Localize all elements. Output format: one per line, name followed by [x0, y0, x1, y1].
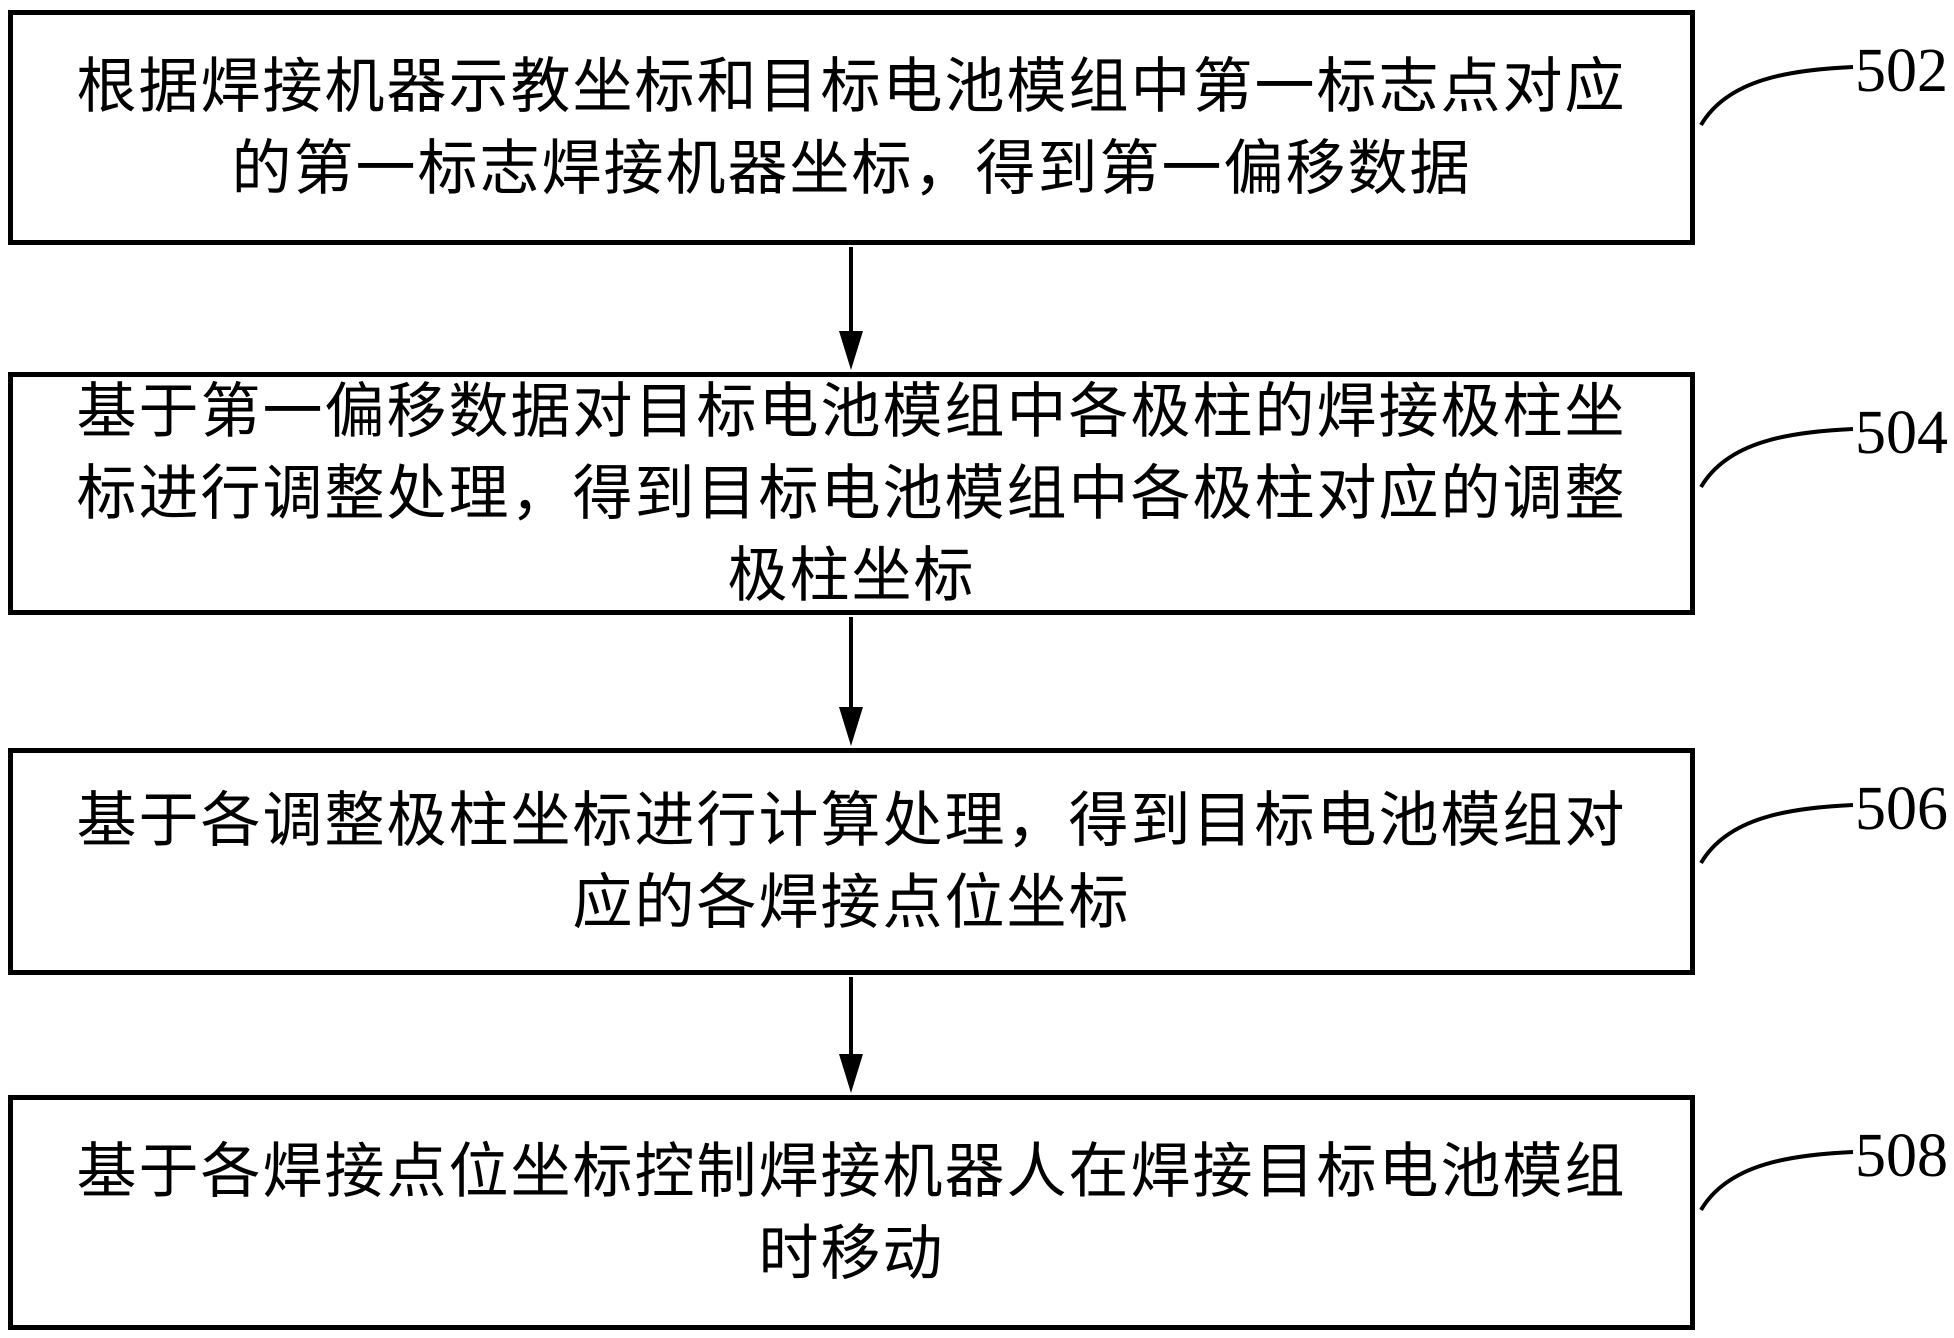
step-box-504-line-3: 极柱坐标	[727, 542, 976, 609]
step-box-502-line-1: 根据焊接机器示教坐标和目标电池模组中第一标志点对应	[76, 53, 1627, 120]
step-box-508: 基于各焊接点位坐标控制焊接机器人在焊接目标电池模组 时移动	[8, 1095, 1695, 1330]
step-box-502-text: 根据焊接机器示教坐标和目标电池模组中第一标志点对应 的第一标志焊接机器坐标，得到…	[13, 46, 1690, 210]
step-box-508-line-1: 基于各焊接点位坐标控制焊接机器人在焊接目标电池模组	[76, 1138, 1627, 1205]
step-box-502: 根据焊接机器示教坐标和目标电池模组中第一标志点对应 的第一标志焊接机器坐标，得到…	[8, 10, 1695, 245]
down-arrow-icon-2	[839, 617, 863, 746]
ref-label-508: 508	[1855, 1122, 1948, 1190]
down-arrow-icon-1	[839, 247, 863, 370]
step-box-508-text: 基于各焊接点位坐标控制焊接机器人在焊接目标电池模组 时移动	[13, 1131, 1690, 1295]
ref-label-504: 504	[1855, 399, 1948, 467]
ref-leader-line-502	[1699, 65, 1854, 127]
step-box-504-text: 基于第一偏移数据对目标电池模组中各极柱的焊接极柱坐 标进行调整处理，得到目标电池…	[13, 371, 1690, 617]
step-box-504-line-1: 基于第一偏移数据对目标电池模组中各极柱的焊接极柱坐	[76, 378, 1627, 445]
step-box-504: 基于第一偏移数据对目标电池模组中各极柱的焊接极柱坐 标进行调整处理，得到目标电池…	[8, 372, 1695, 615]
step-box-506-text: 基于各调整极柱坐标进行计算处理，得到目标电池模组对 应的各焊接点位坐标	[13, 780, 1690, 944]
step-box-506-line-1: 基于各调整极柱坐标进行计算处理，得到目标电池模组对	[76, 787, 1627, 854]
ref-label-506: 506	[1855, 775, 1948, 843]
down-arrow-icon-3	[839, 977, 863, 1093]
step-box-506-line-2: 应的各焊接点位坐标	[572, 869, 1131, 936]
ref-leader-line-508	[1699, 1150, 1854, 1212]
step-box-506: 基于各调整极柱坐标进行计算处理，得到目标电池模组对 应的各焊接点位坐标	[8, 748, 1695, 975]
ref-leader-line-506	[1699, 803, 1854, 865]
step-box-502-line-2: 的第一标志焊接机器坐标，得到第一偏移数据	[231, 135, 1472, 202]
step-box-504-line-2: 标进行调整处理，得到目标电池模组中各极柱对应的调整	[76, 460, 1627, 527]
step-box-508-line-2: 时移动	[758, 1220, 945, 1287]
ref-label-502: 502	[1855, 37, 1948, 105]
ref-leader-line-504	[1699, 427, 1854, 489]
